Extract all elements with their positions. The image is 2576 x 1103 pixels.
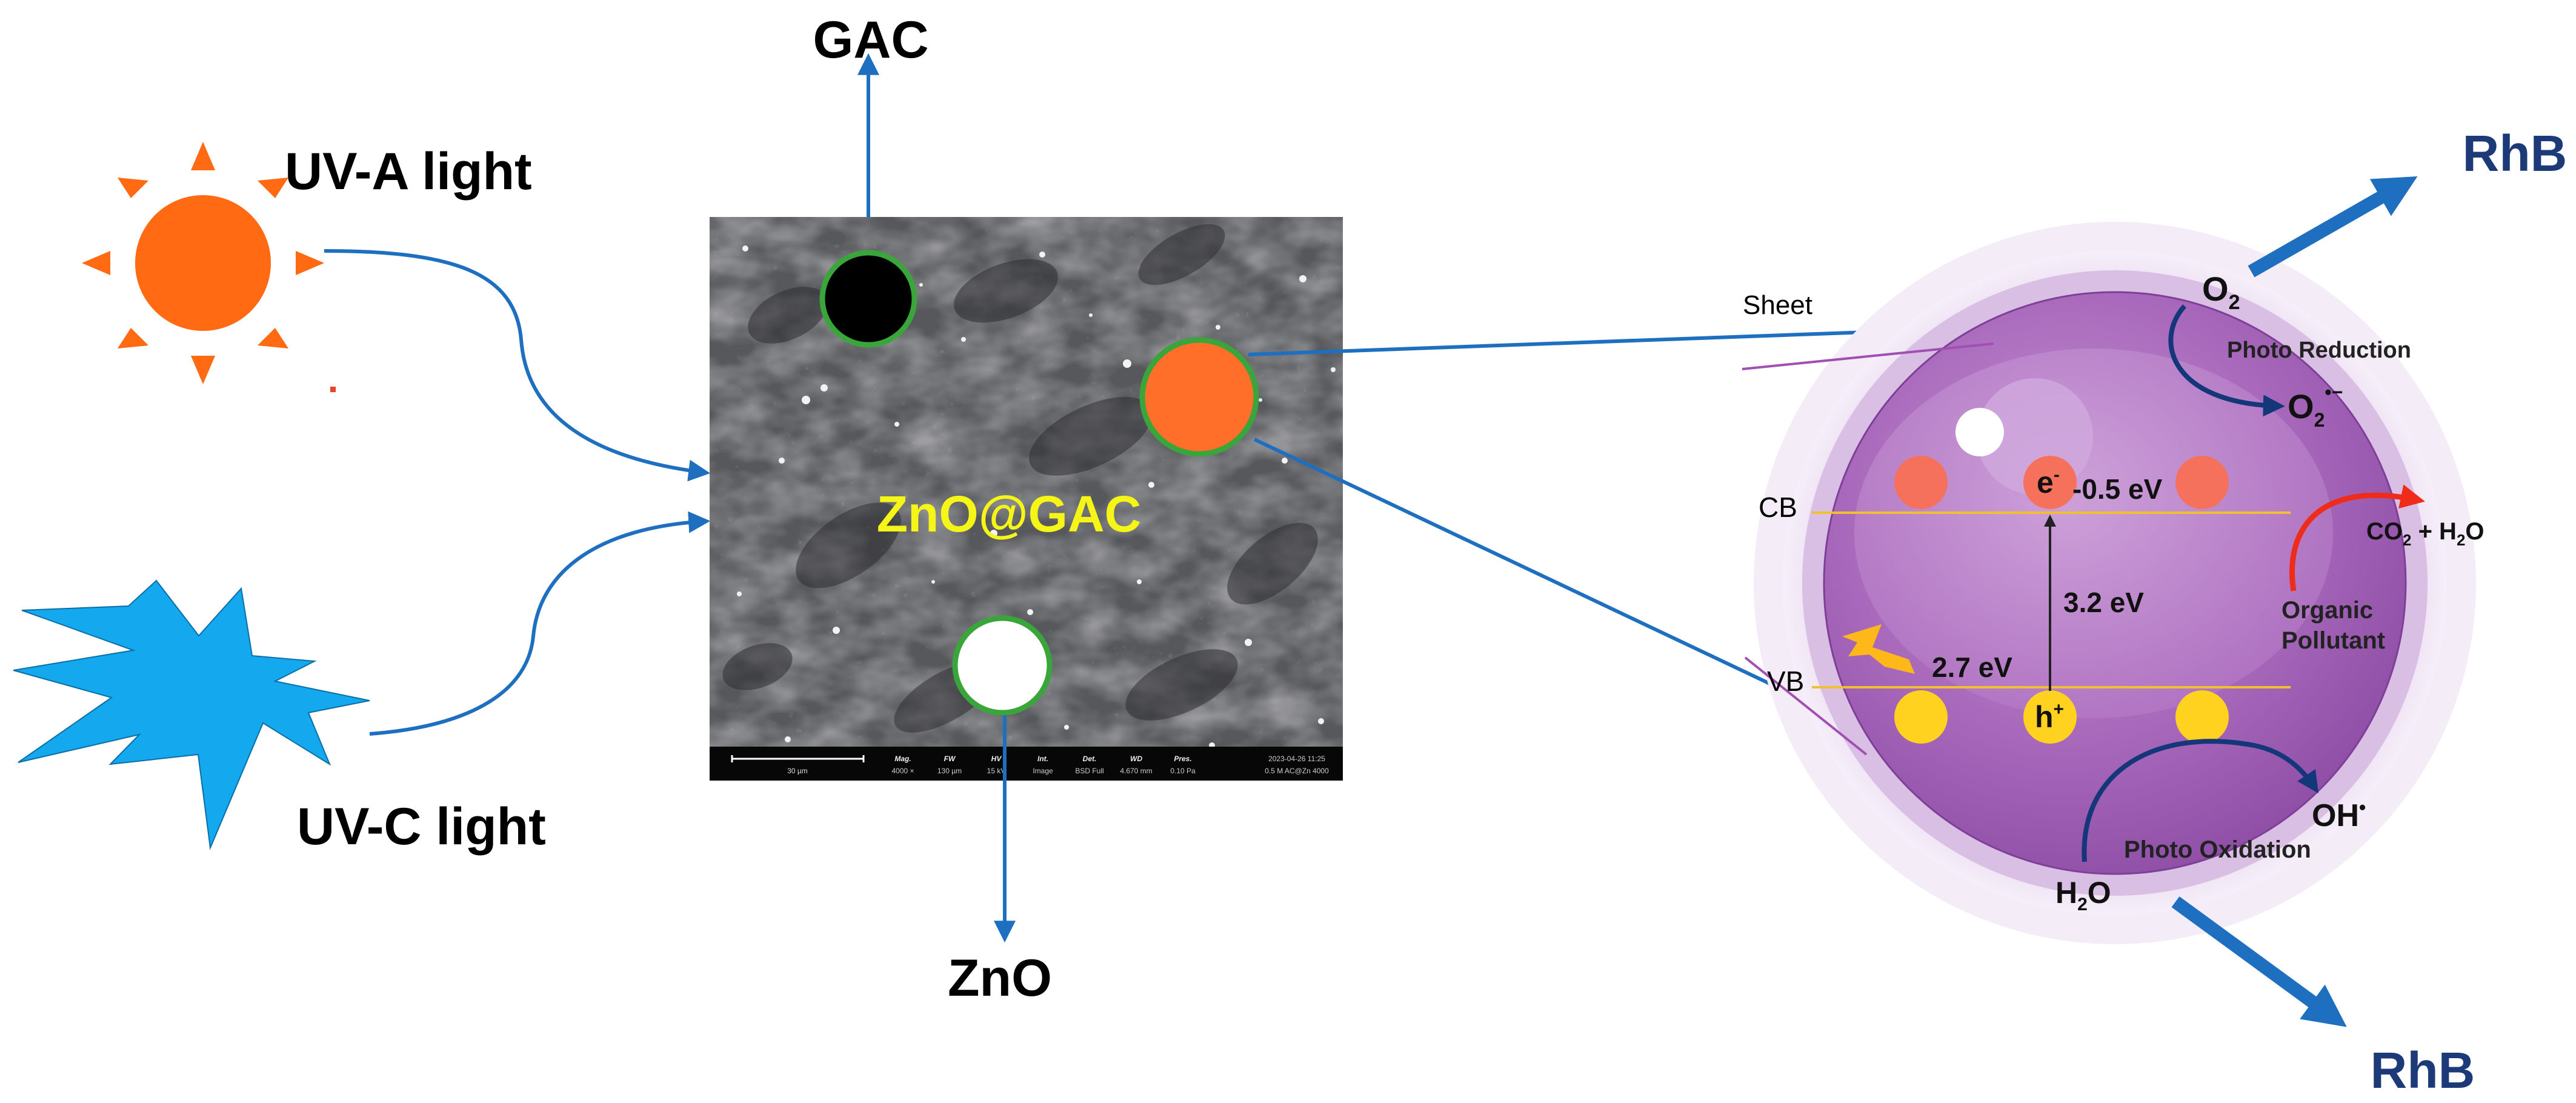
uvc-label: UV-C light	[297, 798, 546, 856]
co2-h2o-label: CO2 + H2O	[2366, 518, 2484, 549]
zno-particle-marker	[952, 615, 1053, 716]
visible-energy-label: 2.7 eV	[1932, 651, 2012, 683]
uva-sun-icon	[82, 142, 324, 384]
photo-oxidation-label: Photo Oxidation	[2124, 836, 2311, 863]
rhb-bottom-arrow	[2171, 896, 2347, 1027]
organic-label: Organic	[2281, 597, 2373, 624]
photo-oxidation-arrow	[2082, 739, 2318, 862]
photo-reduction-arrow	[2168, 304, 2285, 417]
svg-text:2023-04-26 11:25: 2023-04-26 11:25	[1268, 755, 1325, 763]
sheet-arrow	[1248, 320, 1922, 356]
sem-info-bar: 30 µm Mag. FW HV Int. Det. WD Pres. 4000…	[731, 755, 1329, 775]
sheet-particle-marker	[1139, 337, 1259, 457]
photo-reduction-label: Photo Reduction	[2227, 338, 2411, 363]
composite-label: ZnO@GAC	[877, 485, 1142, 542]
svg-text:Pres.: Pres.	[1174, 755, 1191, 763]
electron-dot	[2175, 456, 2229, 509]
svg-text:0.10 Pa: 0.10 Pa	[1170, 767, 1196, 775]
hole-label: h+	[2035, 699, 2064, 734]
svg-text:WD: WD	[1130, 755, 1142, 763]
zno-band-sphere	[1754, 222, 2476, 944]
sheet-pointer-line	[1742, 342, 1994, 370]
svg-text:Image: Image	[1033, 767, 1053, 775]
vb-arrow	[1253, 438, 1815, 705]
svg-text:Int.: Int.	[1037, 755, 1048, 763]
pollutant-label: Pollutant	[2281, 627, 2385, 654]
rhb-top-label: RhB	[2463, 125, 2568, 182]
electron-label: e-	[2037, 465, 2060, 499]
svg-text:130 µm: 130 µm	[937, 767, 962, 775]
superoxide-label: O2•−	[2288, 381, 2343, 431]
hole-dot	[2023, 690, 2077, 744]
vb-label: VB	[1767, 665, 1804, 697]
zno-label: ZnO	[948, 949, 1052, 1007]
svg-text:4000 ×: 4000 ×	[891, 767, 914, 775]
uvc-burst-icon	[13, 579, 370, 850]
uva-label: UV-A light	[285, 142, 532, 201]
svg-text:4.670 mm: 4.670 mm	[1120, 767, 1152, 775]
hole-dot	[2175, 690, 2229, 744]
mineralization-arrow	[2289, 484, 2425, 591]
dot-mark	[330, 387, 336, 392]
gac-label: GAC	[813, 11, 928, 69]
hole-dot	[1894, 690, 1948, 744]
svg-text:BSD Full: BSD Full	[1075, 767, 1103, 775]
electron-dot	[2023, 456, 2077, 509]
band-gap-label: 3.2 eV	[2063, 587, 2144, 618]
gac-particle-marker	[819, 250, 917, 348]
sem-scale: 30 µm	[787, 767, 808, 775]
uvc-arrow	[369, 511, 711, 736]
svg-text:Det.: Det.	[1083, 755, 1097, 763]
rhb-top-arrow	[2248, 176, 2418, 278]
svg-text:15 kV: 15 kV	[987, 767, 1006, 775]
cb-energy-label: -0.5 eV	[2072, 473, 2163, 505]
cb-label: CB	[1759, 492, 1797, 523]
h2o-label: H2O	[2055, 876, 2111, 915]
rhb-bottom-label: RhB	[2371, 1042, 2475, 1099]
hydroxyl-label: OH•	[2312, 796, 2366, 833]
svg-text:0.5 M AC@Zn 4000: 0.5 M AC@Zn 4000	[1265, 767, 1329, 775]
sheet-label: Sheet	[1743, 290, 1812, 320]
electron-dot	[1894, 456, 1948, 509]
svg-text:FW: FW	[944, 755, 956, 763]
svg-text:HV: HV	[991, 755, 1002, 763]
lightning-icon	[1842, 624, 1915, 674]
svg-text:Mag.: Mag.	[894, 755, 911, 763]
o2-label: O2	[2202, 270, 2240, 314]
vb-pointer-line	[1744, 656, 1868, 756]
uva-arrow	[324, 249, 711, 482]
